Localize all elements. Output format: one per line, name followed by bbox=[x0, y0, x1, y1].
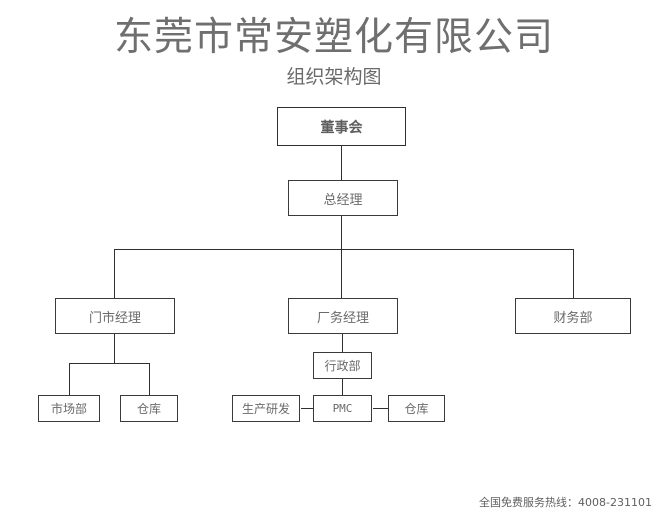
connector-pmc-to-warehouse-b bbox=[373, 408, 388, 409]
node-general-manager[interactable]: 总经理 bbox=[288, 180, 398, 216]
connector-admin-to-pmc bbox=[342, 379, 343, 395]
node-warehouse-store[interactable]: 仓库 bbox=[120, 395, 178, 422]
connector-gm-stem bbox=[341, 215, 342, 249]
connector-store-mgr-stem bbox=[114, 334, 115, 363]
node-board-of-directors[interactable]: 董事会 bbox=[277, 107, 406, 146]
node-label: 仓库 bbox=[404, 402, 429, 416]
connector-store-mgr-bus bbox=[69, 363, 150, 364]
node-label: 厂务经理 bbox=[316, 310, 369, 326]
node-production-rnd[interactable]: 生产研发 bbox=[232, 395, 300, 422]
connector-gm-bus bbox=[114, 249, 573, 250]
node-label: 门市经理 bbox=[88, 310, 141, 326]
chart-subtitle: 组织架构图 bbox=[286, 66, 382, 88]
node-finance-department[interactable]: 财务部 bbox=[515, 298, 631, 334]
node-plant-manager[interactable]: 厂务经理 bbox=[288, 298, 398, 334]
service-hotline: 全国免费服务热线：4008-231101 bbox=[479, 496, 652, 509]
node-warehouse-plant[interactable]: 仓库 bbox=[388, 395, 445, 422]
node-label: 市场部 bbox=[50, 402, 87, 416]
node-label: PMC bbox=[332, 402, 353, 415]
node-store-manager[interactable]: 门市经理 bbox=[55, 298, 175, 334]
node-label: 仓库 bbox=[136, 402, 161, 416]
page-title: 东莞市常安塑化有限公司 bbox=[113, 15, 554, 60]
node-label: 财务部 bbox=[553, 310, 593, 326]
node-label: 董事会 bbox=[320, 119, 363, 136]
connector-rnd-to-pmc bbox=[301, 408, 313, 409]
node-marketing-department[interactable]: 市场部 bbox=[38, 395, 100, 422]
connector-board-to-gm bbox=[341, 146, 342, 180]
node-label: 总经理 bbox=[323, 192, 363, 208]
connector-plant-mgr-to-admin bbox=[342, 334, 343, 352]
connector-bus-to-marketing bbox=[69, 363, 70, 395]
connector-bus-to-warehouse-a bbox=[149, 363, 150, 395]
node-label: 行政部 bbox=[324, 359, 361, 373]
connector-bus-to-plant-mgr bbox=[341, 249, 342, 298]
node-pmc[interactable]: PMC bbox=[313, 395, 372, 422]
node-administration-department[interactable]: 行政部 bbox=[313, 352, 372, 379]
connector-bus-to-store-mgr bbox=[114, 249, 115, 298]
node-label: 生产研发 bbox=[241, 402, 290, 416]
connector-bus-to-finance bbox=[573, 249, 574, 298]
